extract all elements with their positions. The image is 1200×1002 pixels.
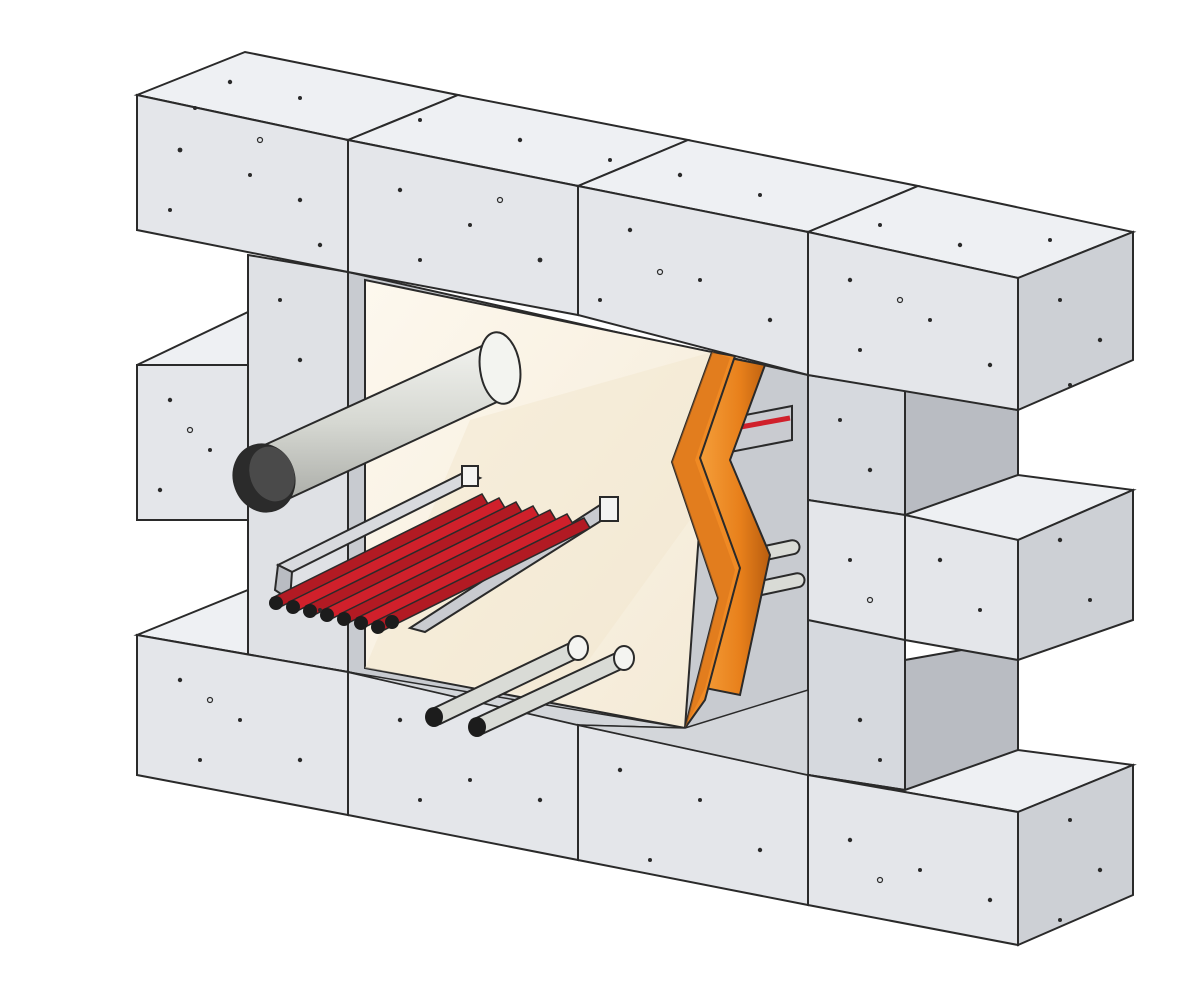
wall-middle-left-block <box>136 310 249 521</box>
middle-right-block <box>807 473 1137 662</box>
top-course-block-4 <box>804 184 1137 412</box>
small-pipe-upper <box>425 635 589 727</box>
top-course-block-1 <box>133 50 462 274</box>
bottom-course-block-1 <box>133 588 349 817</box>
bottom-course-block-4 <box>807 748 1137 947</box>
bottom-course-block-3 <box>577 688 809 907</box>
red-cable-bundle <box>269 493 592 634</box>
top-course-block-3 <box>574 138 922 377</box>
small-pipe-lower <box>468 645 635 737</box>
concrete-texture-hollow <box>186 136 904 884</box>
large-pipe <box>232 331 522 513</box>
concrete-texture <box>157 79 1103 922</box>
fire-board-front <box>670 350 742 729</box>
